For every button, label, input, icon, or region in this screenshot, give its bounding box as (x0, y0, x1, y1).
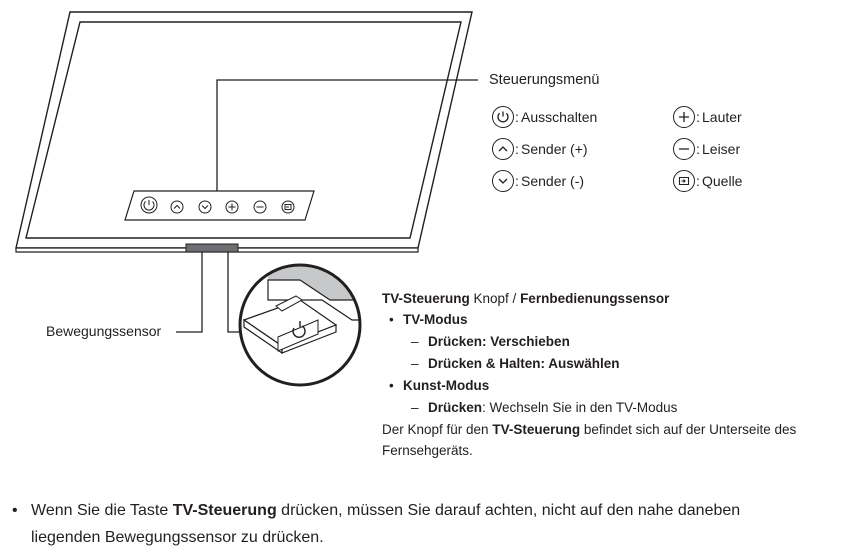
tv-mode-press: –Drücken: Verschieben (411, 333, 570, 350)
motion-sensor-label: Bewegungssensor (46, 323, 162, 339)
control-heading-mid: Knopf / (469, 291, 521, 306)
footer-note-line2: liegenden Bewegungssensor zu drücken. (31, 529, 324, 546)
tv-mode-hold: –Drücken & Halten: Auswählen (411, 355, 620, 372)
panel-chevron-up-icon (170, 200, 184, 214)
bullet: • (389, 312, 394, 327)
menu-label-volume-down: Leiser (702, 141, 741, 157)
art-mode-press-rest: : Wechseln Sie in den TV-Modus (482, 400, 678, 415)
footer-note-line1: • Wenn Sie die Taste TV-Steuerung drücken… (12, 497, 740, 524)
zoom-detail (240, 265, 360, 385)
tv-mode-item: • TV-Modus (389, 311, 468, 328)
tv-screen (25, 21, 462, 239)
chevron-up-icon (492, 138, 514, 160)
minus-icon (673, 138, 695, 160)
footer-text-b: TV-Steuerung (172, 502, 277, 519)
control-heading-bold-1: TV-Steuerung (382, 291, 470, 306)
tv-mode-hold-text: Drücken & Halten: Auswählen (428, 356, 620, 371)
menu-separator: : (515, 109, 519, 125)
zoom-circle-outline (238, 263, 362, 387)
motion-sensor-leader (176, 252, 203, 333)
panel-source-icon (281, 200, 295, 214)
tv-mode-press-text: Drücken: Verschieben (428, 334, 570, 349)
tv-control-block (185, 243, 239, 253)
panel-plus-icon (225, 200, 239, 214)
note-text-a: Der Knopf für den (382, 422, 493, 437)
dash: – (411, 400, 419, 415)
footer-text-a: Wenn Sie die Taste (31, 502, 173, 519)
menu-label-volume-up: Lauter (702, 109, 742, 125)
menu-separator: : (696, 109, 700, 125)
control-note-line1: Der Knopf für den TV-Steuerung befindet … (382, 421, 796, 438)
power-icon (492, 106, 514, 128)
art-mode-label: Kunst-Modus (403, 378, 490, 393)
source-icon (673, 170, 695, 192)
panel-power-icon (140, 196, 158, 214)
art-mode-press: –Drücken: Wechseln Sie in den TV-Modus (411, 399, 677, 416)
menu-label-channel-down: Sender (-) (521, 173, 585, 189)
footer-bullet: • (12, 502, 18, 519)
art-mode-item: • Kunst-Modus (389, 377, 489, 394)
note-text-b: TV-Steuerung (492, 422, 581, 437)
menu-leader-line (216, 79, 478, 191)
art-mode-press-bold: Drücken (428, 400, 483, 415)
menu-separator: : (515, 173, 519, 189)
dash: – (411, 356, 419, 371)
control-note-line2: Fernsehgeräts. (382, 443, 473, 458)
control-heading: TV-Steuerung Knopf / Fernbedienungssenso… (382, 290, 669, 307)
panel-minus-icon (253, 200, 267, 214)
dash: – (411, 334, 419, 349)
menu-label-channel-up: Sender (+) (521, 141, 588, 157)
tv-mode-label: TV-Modus (403, 312, 468, 327)
note-text-c: befindet sich auf der Unterseite des (580, 422, 797, 437)
menu-separator: : (515, 141, 519, 157)
onscreen-menu-panel (124, 190, 315, 221)
plus-icon (673, 106, 695, 128)
menu-title: Steuerungsmenü (489, 72, 600, 88)
menu-label-power: Ausschalten (521, 109, 598, 125)
footer-text-c: drücken, müssen Sie darauf achten, nicht… (276, 502, 741, 519)
menu-separator: : (696, 141, 700, 157)
chevron-down-icon (492, 170, 514, 192)
menu-separator: : (696, 173, 700, 189)
control-heading-bold-2: Fernbedienungssensor (520, 291, 670, 306)
bullet: • (389, 378, 394, 393)
panel-chevron-down-icon (198, 200, 212, 214)
menu-label-source: Quelle (702, 173, 743, 189)
zoom-leader (227, 252, 240, 333)
